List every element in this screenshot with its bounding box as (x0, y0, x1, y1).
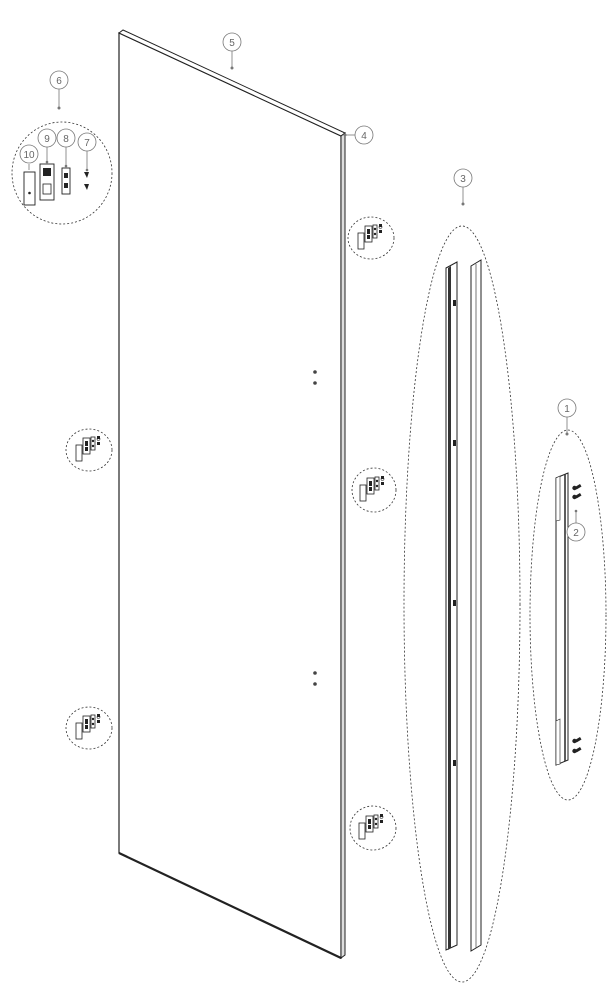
part-7-screw (84, 184, 89, 190)
callout-4: 4 (343, 125, 374, 145)
callout-7: 7 (77, 132, 97, 172)
mounting-hole (313, 671, 317, 675)
part-7-screw (84, 172, 89, 178)
svg-text:7: 7 (84, 138, 90, 149)
hinge-detail-right-2 (351, 467, 397, 513)
rail-left (445, 261, 458, 951)
svg-text:6: 6 (56, 76, 62, 87)
hinge-detail-left-1 (65, 428, 113, 472)
part-10-plate (23, 171, 36, 206)
hinge-detail-right-1 (347, 216, 395, 260)
svg-text:4: 4 (361, 131, 367, 142)
hardware-kit-detail (11, 121, 113, 225)
callout-6: 6 (49, 70, 69, 110)
hinge-detail-right-3 (349, 805, 397, 851)
callout-3: 3 (453, 168, 473, 206)
svg-text:1: 1 (564, 404, 570, 415)
callout-2: 2 (566, 509, 586, 542)
rail-set-detail (403, 225, 521, 983)
hinge-detail-left-2 (65, 706, 113, 750)
mounting-hole (313, 381, 317, 385)
svg-text:5: 5 (229, 38, 235, 49)
svg-text:3: 3 (460, 174, 466, 185)
part-8-hinge-plate (61, 167, 71, 195)
rail-right (470, 259, 482, 952)
callout-1: 1 (557, 398, 577, 436)
callout-10: 10 (19, 144, 39, 170)
handle-bar (555, 472, 569, 766)
mounting-hole (313, 682, 317, 686)
svg-text:8: 8 (63, 134, 69, 145)
svg-text:9: 9 (44, 134, 50, 145)
callout-8: 8 (56, 128, 76, 168)
handle-detail (529, 429, 607, 801)
door-panel (118, 29, 346, 959)
svg-text:10: 10 (23, 150, 35, 161)
callout-9: 9 (37, 128, 57, 164)
mounting-hole (313, 370, 317, 374)
svg-text:2: 2 (573, 528, 579, 539)
callout-5: 5 (222, 32, 242, 70)
